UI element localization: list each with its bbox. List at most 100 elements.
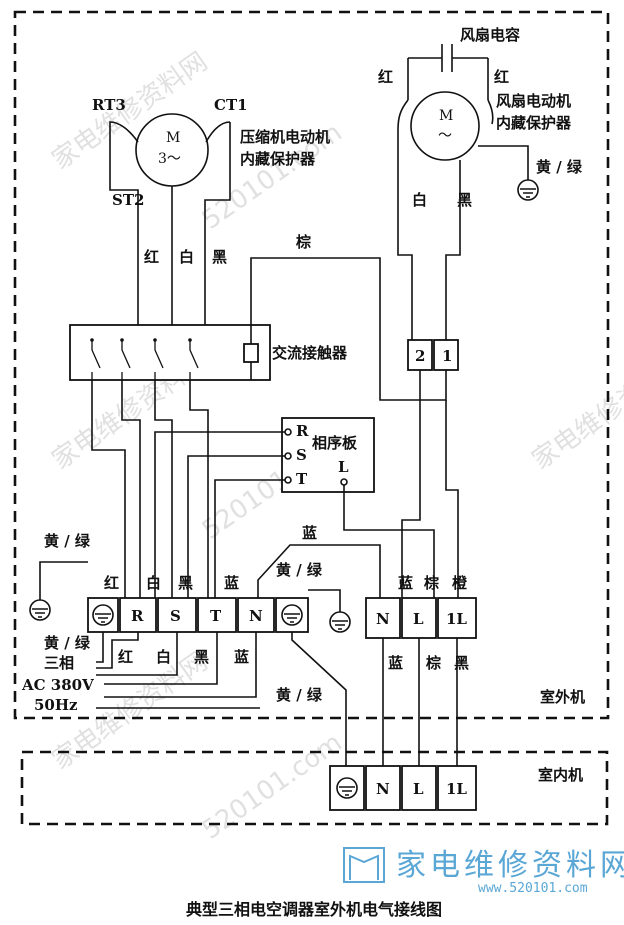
compressor-tag-rt3: RT3 [92,96,126,114]
compressor-motor: M 3～ [109,113,231,200]
compressor-wire-black: 黑 [212,248,227,266]
indoor-terminal-l: L [413,780,424,798]
fan-terminal-lead-2 [401,370,421,598]
indoor-terminal-n: N [376,780,390,798]
fan-motor-ac: ～ [438,128,452,144]
contactor-coil [243,343,259,363]
supply-wire-s [96,632,178,676]
main-terminal-s: S [170,607,181,625]
contactor-out-4 [189,380,209,598]
compressor-protector-line1: 压缩机电动机 [240,128,330,146]
outdoor-terminal-l: L [413,610,424,628]
outdoor-top-label-brown: 棕 [424,574,439,592]
brand-name: 家电维修资料网 [396,848,624,883]
outdoor-terminal-block [365,597,477,639]
supply-wire-r [96,632,139,669]
indoor-terminal-1l: 1L [446,780,467,798]
ground-icon [329,611,351,633]
brand-logo: 家电维修资料网 www.520101.com [343,847,624,896]
ground-icon [29,599,51,621]
compressor-tag-ct1: CT1 [214,96,248,114]
outdoor-bottom-label-blue: 蓝 [388,654,403,672]
ground-icon [517,179,539,201]
neutral-blue-label: 蓝 [302,524,317,542]
fan-ground-wire [478,145,529,180]
phase-board-l: L [338,458,349,476]
indoor-unit-boundary [20,750,609,826]
phase-board-label: 相序板 [312,434,358,452]
neutral-blue-wire [257,544,381,598]
main-top-label-red: 红 [104,574,119,592]
compressor-motor-phase: 3～ [158,151,181,167]
main-ground-top-label: 黄 / 绿 [276,561,323,579]
compressor-wire-red: 红 [144,248,159,266]
contactor-out-3 [154,380,173,598]
main-terminal-r: R [131,607,144,625]
main-top-label-blue: 蓝 [224,574,239,592]
compressor-tag-st2: ST2 [112,191,144,209]
outdoor-top-label-orange: 橙 [452,574,468,592]
fan-terminal-1 [433,339,459,371]
contactor-box [69,324,271,381]
ground-icon [92,604,114,626]
phase-board [281,417,375,493]
phase-l-out [343,485,435,598]
phase-board-r: R [296,422,309,440]
fan-wire-white: 白 [412,191,427,209]
fan-lead-white [397,130,413,340]
compressor-motor-symbol: M [166,130,180,146]
compressor-wire-white: 白 [179,248,194,266]
watermark-text: 家电维修资料网 [47,47,213,176]
compressor-protector-line2: 内藏保护器 [240,150,316,168]
outdoor-unit-boundary [13,10,610,720]
ground-icon [336,777,358,799]
main-ground-left-wire [39,561,88,600]
phase-feed-s [187,455,285,598]
fan-terminal-2-label: 2 [415,347,425,365]
diagram-caption: 典型三相电空调器室外机电气接线图 [186,900,442,919]
main-terminal-n: N [249,607,263,625]
fan-lead-black [445,160,461,340]
main-terminal-block [87,597,309,633]
fan-protector-line1: 风扇电动机 [496,92,571,110]
outdoor-terminal-n: N [376,610,390,628]
watermark-text: 520101.com [197,728,348,846]
contactor-switches [90,338,199,380]
outdoor-bottom-label-brown: 棕 [426,654,441,672]
fan-wire-red-right: 红 [494,68,509,86]
fan-terminal-lead-1 [445,400,459,598]
phase-board-t: T [296,470,308,488]
supply-voltage-label: AC 380V [21,676,94,694]
supply-color-white: 白 [156,648,171,666]
phase-feed-t [214,479,285,598]
fan-protector-line2: 内藏保护器 [496,114,572,132]
phase-feed-r [154,431,285,598]
main-top-label-black: 黑 [178,574,193,592]
supply-color-black: 黑 [194,648,209,666]
fan-wire-red-left: 红 [378,68,393,86]
watermark-text: 家电维修资料网 [527,347,624,476]
fan-ground-label: 黄 / 绿 [536,158,583,176]
contactor-out-2 [121,380,141,598]
supply-wire-n [104,632,257,698]
brand-url: www.520101.com [478,881,588,896]
supply-wire-t [104,632,218,685]
supply-ground-label-left: 黄 / 绿 [44,634,91,652]
outdoor-top-label-blue: 蓝 [398,574,413,592]
main-ground-right-wire [308,589,341,612]
outdoor-unit-label: 室外机 [540,688,585,706]
supply-color-red: 红 [118,648,133,666]
main-ground-left-label: 黄 / 绿 [44,532,91,550]
supply-freq-label: 50Hz [34,696,78,714]
fan-motor-symbol: M [439,108,453,124]
supply-ground-label: 黄 / 绿 [276,686,323,704]
outdoor-terminal-1l: 1L [446,610,467,628]
indoor-ground-wire [291,632,347,770]
fan-capacitor [407,44,489,100]
phase-board-s: S [296,446,307,464]
contactor-coil-brown-wire [250,257,447,401]
contactor-out-1 [91,380,126,598]
contactor-label: 交流接触器 [272,344,348,362]
supply-color-blue: 蓝 [234,648,249,666]
